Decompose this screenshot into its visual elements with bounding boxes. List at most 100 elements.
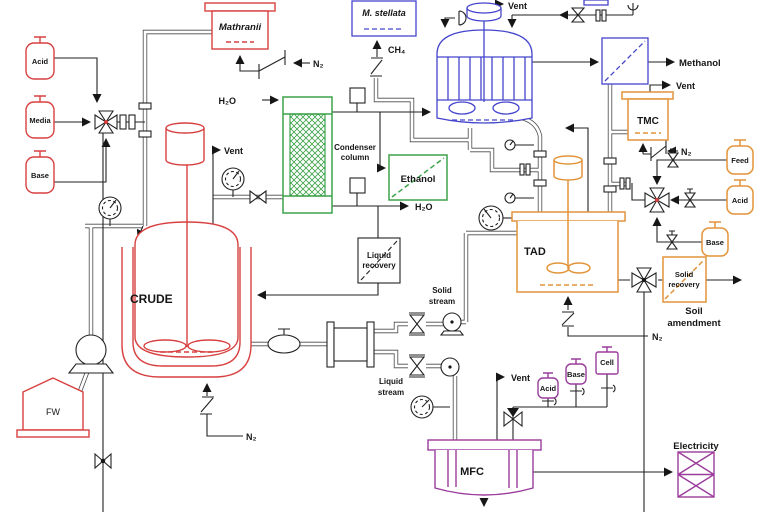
sensor-box-1	[349, 87, 366, 104]
four-way-valve-right	[644, 187, 670, 213]
base-right-label: Base	[706, 238, 724, 247]
n2-label-tmc: N₂	[681, 147, 692, 157]
n2-label-mathranii: N₂	[313, 59, 324, 69]
condenser-column	[282, 96, 333, 214]
ethanol-box	[388, 154, 448, 201]
valve-crude-overhead	[249, 189, 267, 205]
process-lines	[54, 0, 742, 512]
cell-mfc-label: Cell	[600, 358, 614, 367]
base-bottle-left	[25, 150, 55, 194]
solid-stream-label-1: Solid	[432, 286, 452, 295]
liquid-stream-label-2: stream	[378, 388, 404, 397]
electricity-label: Electricity	[673, 441, 719, 452]
methanol-label: Methanol	[679, 58, 721, 69]
liquid-recovery-box	[357, 237, 401, 284]
sensor-box-2	[349, 177, 366, 194]
vent-label-tmc: Vent	[676, 81, 695, 91]
valve-crude-transfer	[267, 328, 301, 354]
membrane-separator	[601, 37, 649, 85]
acid-left-label: Acid	[32, 57, 49, 66]
labels: Acid Media Base Mathranii N₂ M. stellata…	[29, 1, 749, 478]
pipe-flanges	[119, 9, 631, 193]
solid-stream-label-2: stream	[429, 297, 455, 306]
green-subsystem	[282, 96, 448, 214]
acid-bottle-left	[25, 36, 55, 80]
blue-subsystem	[351, 0, 649, 124]
valve-liquid-stream	[408, 354, 426, 378]
pressure-gauge-tad	[478, 205, 504, 231]
ch4-label: CH₄	[388, 45, 405, 55]
pressure-gauge-crude	[221, 167, 245, 191]
h2o-in-label: H₂O	[219, 96, 237, 106]
media-bottle	[25, 95, 55, 139]
valve-acid-right	[683, 188, 697, 208]
acid-bottle-right	[726, 179, 754, 215]
h2o-out-label: H₂O	[415, 202, 433, 212]
orange-subsystem	[511, 91, 754, 303]
feed-bottle	[726, 139, 754, 175]
valve-fermenter-loop	[570, 7, 586, 23]
valve-feed	[666, 148, 680, 168]
n2-label-crude: N₂	[246, 432, 257, 442]
condenser-label-1: Condenser	[334, 143, 376, 152]
mfc-cell	[427, 439, 542, 496]
vent-label-crude: Vent	[224, 146, 243, 156]
crude-motor	[165, 122, 205, 166]
acid-bottle-mfc	[537, 372, 559, 399]
tmc-label: TMC	[637, 116, 659, 127]
fermenter-motor	[466, 2, 502, 22]
pump-solid-stream	[439, 312, 465, 336]
tad-motor	[553, 155, 583, 181]
vent-label-fermenter: Vent	[508, 1, 527, 11]
pump-fw	[67, 334, 115, 374]
red-subsystem	[16, 2, 276, 438]
control-valve-mfc	[503, 408, 523, 428]
gas-fermenter	[436, 0, 609, 124]
acid-mfc-label: Acid	[540, 384, 557, 393]
soil-amendment-label-1: Soil	[685, 306, 702, 317]
tad-digester	[511, 155, 626, 293]
soil-amendment-label-2: amendment	[667, 318, 721, 329]
vent-label-mfc: Vent	[511, 373, 530, 383]
m-stellata-vessel	[351, 0, 417, 37]
pump-liquid-stream	[440, 357, 460, 377]
m-stellata-label: M. stellata	[362, 8, 406, 18]
electricity-box	[677, 451, 715, 498]
fw-tank	[16, 377, 90, 438]
liquid-stream-label-1: Liquid	[379, 377, 403, 386]
pressure-gauge-fw	[98, 196, 122, 220]
tmc-vessel	[621, 91, 674, 141]
three-way-valve-tad	[631, 267, 657, 293]
solid-recovery-box	[662, 256, 707, 303]
purple-subsystem	[427, 346, 715, 498]
crude-label: CRUDE	[130, 292, 173, 306]
filter-press	[326, 321, 375, 368]
base-bottle-right	[701, 221, 729, 257]
sensor-circle-1	[504, 139, 516, 151]
feed-label: Feed	[731, 156, 749, 165]
mathranii-vessel	[204, 2, 276, 50]
base-mfc-label: Base	[567, 370, 585, 379]
valve-base-right	[665, 230, 679, 250]
cell-bottle-mfc	[595, 346, 619, 375]
pressure-gauge-mfc	[410, 395, 434, 419]
four-way-valve-left	[94, 110, 118, 134]
acid-right-label: Acid	[732, 196, 749, 205]
base-bottle-mfc	[565, 358, 587, 385]
mfc-label: MFC	[460, 466, 484, 478]
solid-recovery-label-2: recovery	[668, 280, 700, 289]
solid-recovery-label-1: Solid	[675, 270, 694, 279]
mathranii-label: Mathranii	[219, 22, 262, 33]
instruments	[67, 7, 697, 470]
condenser-label-2: column	[341, 153, 370, 162]
liquid-recovery-label-1: Liquid	[367, 251, 391, 260]
sensor-circle-2	[504, 192, 516, 204]
ethanol-label: Ethanol	[401, 174, 436, 185]
crude-reactor	[121, 122, 252, 378]
valve-solid-stream	[408, 312, 426, 336]
liquid-recovery-label-2: recovery	[362, 261, 396, 270]
valve-bottom-left	[94, 452, 112, 470]
tad-label: TAD	[524, 246, 546, 258]
base-left-label: Base	[31, 171, 49, 180]
